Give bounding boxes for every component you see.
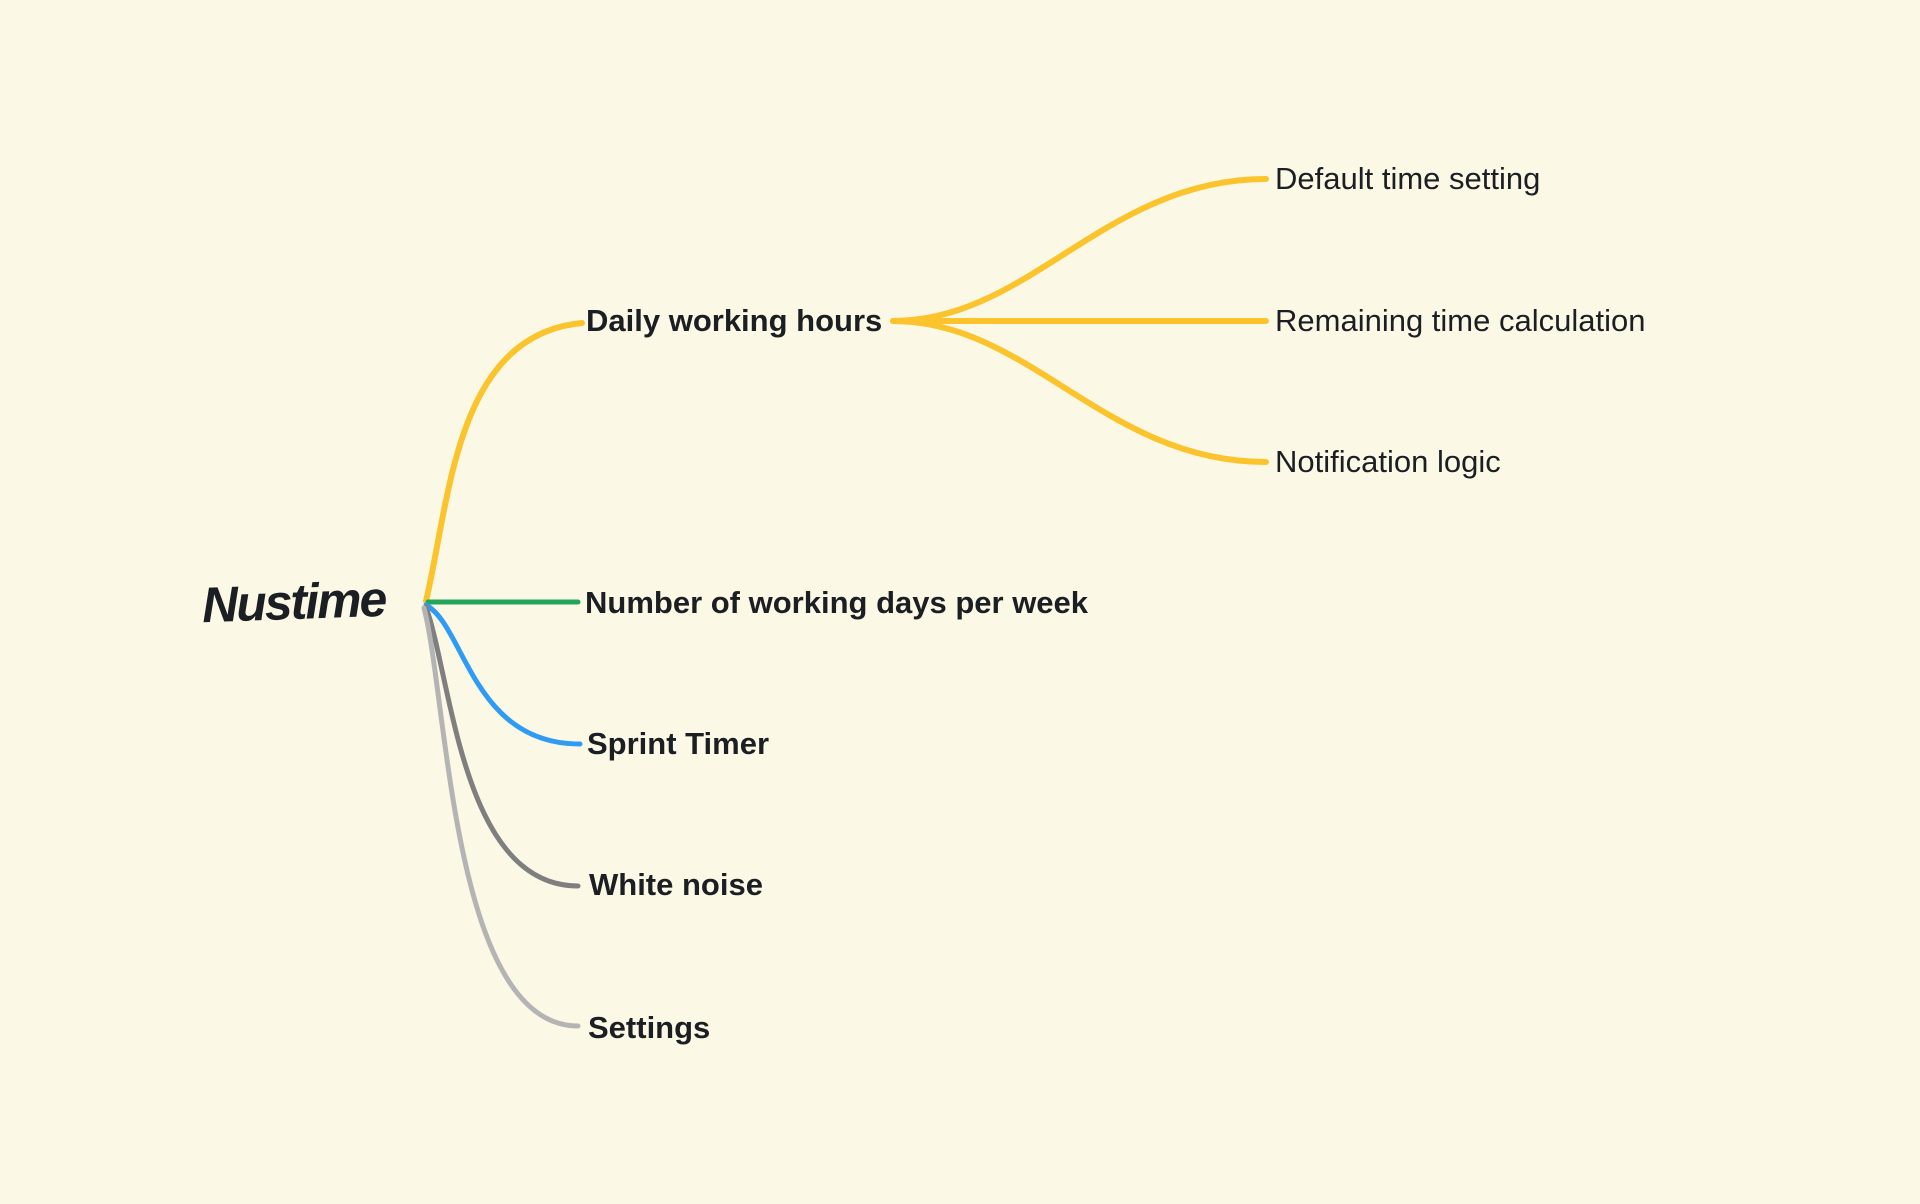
node-remaining-time-calculation[interactable]: Remaining time calculation — [1275, 303, 1646, 338]
node-default-time-setting[interactable]: Default time setting — [1275, 161, 1541, 196]
node-sprint-timer[interactable]: Sprint Timer — [587, 726, 770, 761]
node-number-of-working-days[interactable]: Number of working days per week — [585, 585, 1089, 620]
branch-curve-settings — [421, 605, 581, 1029]
branch-curve-sprint-timer — [423, 602, 583, 747]
node-daily-working-hours[interactable]: Daily working hours — [586, 303, 883, 338]
branch-curve-daily-working-hours — [423, 320, 585, 604]
branch-curve-white-noise — [423, 604, 581, 889]
node-white-noise[interactable]: White noise — [589, 867, 763, 902]
node-settings[interactable]: Settings — [588, 1010, 711, 1045]
node-root[interactable]: Nustime — [201, 570, 387, 634]
branch-curve-notification-logic — [890, 318, 1269, 465]
node-notification-logic[interactable]: Notification logic — [1275, 444, 1501, 479]
branch-curve-default-time-setting — [890, 176, 1269, 324]
